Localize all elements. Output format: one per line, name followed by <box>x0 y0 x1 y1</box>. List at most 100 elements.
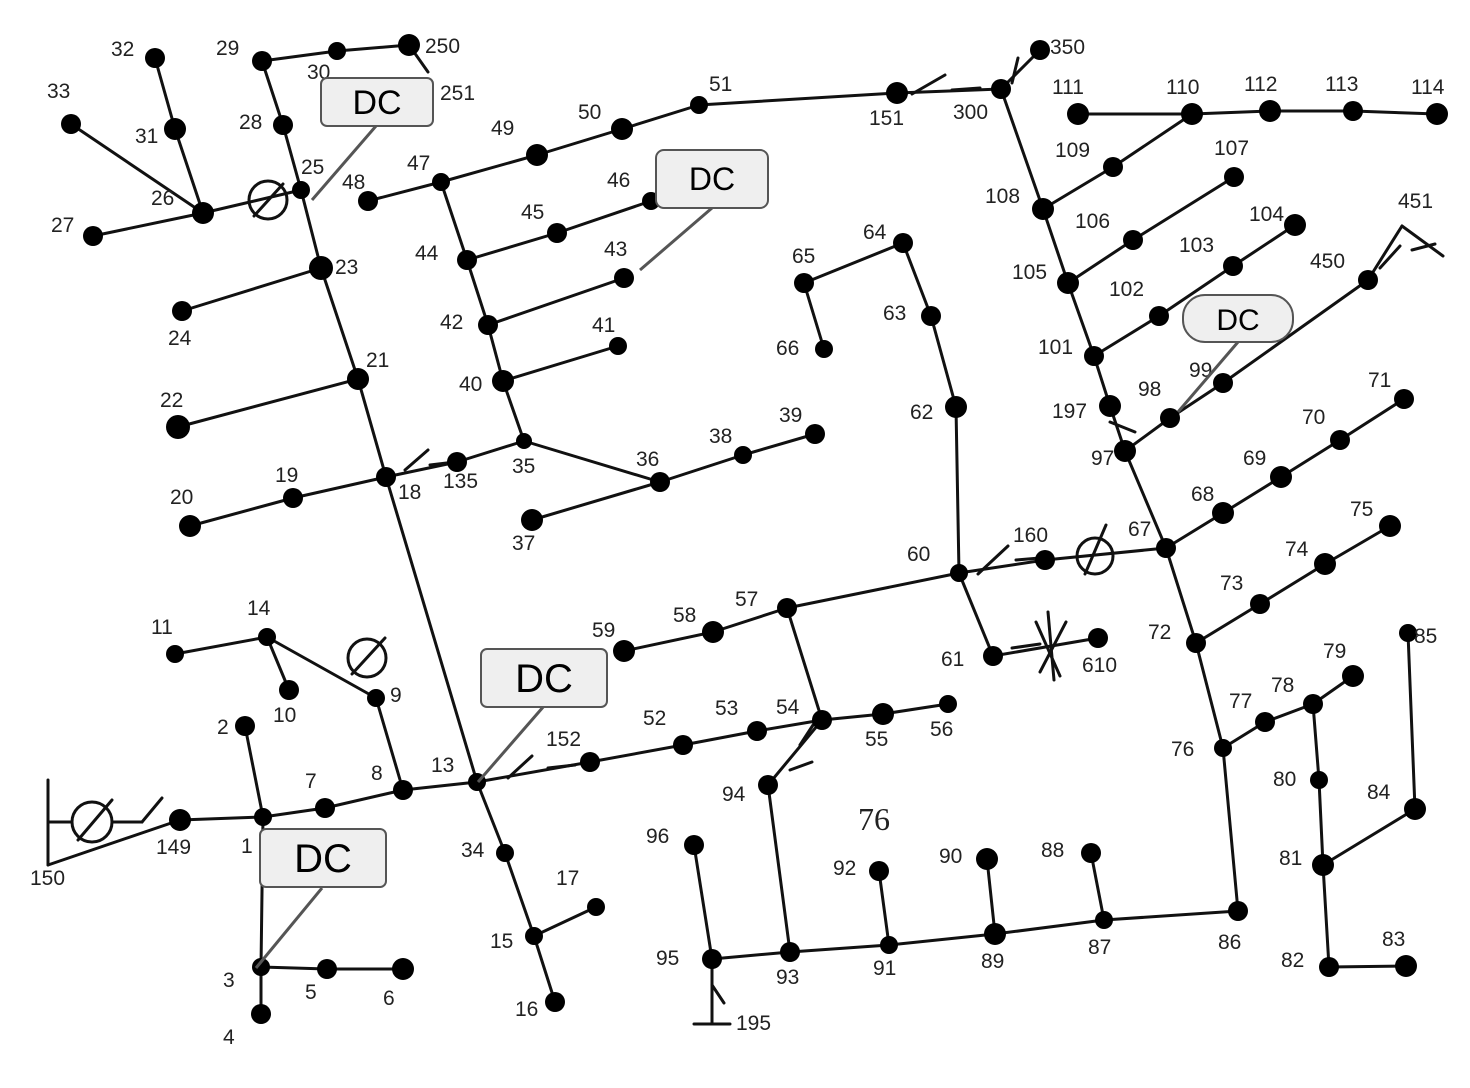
bus-label: 149 <box>156 836 191 859</box>
line-segment <box>877 869 891 947</box>
bus-node <box>587 898 605 916</box>
line-segment <box>291 475 388 500</box>
svg-text:DC: DC <box>515 657 573 701</box>
line-segment <box>180 266 323 313</box>
bus-node <box>283 488 303 508</box>
bus-label: 8 <box>371 762 383 785</box>
line-segment <box>173 127 205 215</box>
bus-label: 69 <box>1243 447 1266 470</box>
line-segment <box>1221 475 1283 515</box>
bus-node <box>1250 594 1270 614</box>
bus-label: 81 <box>1279 847 1302 870</box>
bus-node <box>1379 515 1401 537</box>
line-segment <box>281 123 303 192</box>
line-segment <box>259 965 329 971</box>
bus-node <box>1067 103 1089 125</box>
bus-node <box>516 433 532 449</box>
bus-node <box>258 628 276 646</box>
line-segment <box>1221 278 1370 385</box>
bus-node <box>869 861 889 881</box>
bus-label: 55 <box>865 728 888 751</box>
bus-label: 21 <box>366 349 389 372</box>
bus-node <box>1214 739 1232 757</box>
bus-node <box>1088 628 1108 648</box>
bus-label: 82 <box>1281 949 1304 972</box>
bus-node <box>780 942 800 962</box>
bus-node <box>1181 103 1203 125</box>
line-segment <box>1102 909 1240 922</box>
bus-label: 63 <box>883 302 906 325</box>
bus-label: 16 <box>515 998 538 1021</box>
line-segment <box>1366 224 1404 282</box>
line-segment <box>1066 238 1135 285</box>
line-segment <box>384 475 479 784</box>
bus-label: 66 <box>776 337 799 360</box>
line-segment <box>1279 438 1342 479</box>
bus-label: 48 <box>342 171 365 194</box>
bus-label: 150 <box>30 867 65 890</box>
line-segment <box>455 439 526 464</box>
bus-node <box>358 191 378 211</box>
bus-label: 350 <box>1050 36 1085 59</box>
bus-label: 42 <box>440 311 463 334</box>
bus-node <box>650 472 670 492</box>
bus-label: 112 <box>1244 73 1277 96</box>
line-segment <box>530 480 662 522</box>
line-segment <box>1321 863 1331 969</box>
line-segment <box>755 718 824 733</box>
bus-node <box>169 809 191 831</box>
line-segment <box>1221 746 1240 913</box>
bus-label: 251 <box>440 82 475 105</box>
bus-label: 90 <box>939 845 962 868</box>
line-segment <box>620 103 701 131</box>
dc-label-box: DC <box>1182 294 1294 343</box>
bus-label: 58 <box>673 604 696 627</box>
bus-label: 109 <box>1055 139 1090 162</box>
bus-node <box>950 564 968 582</box>
bus-node <box>347 368 369 390</box>
line-segment <box>319 266 360 381</box>
line-segment <box>1123 449 1168 550</box>
line-segment <box>999 87 1045 211</box>
line-segment <box>802 241 905 285</box>
bus-node <box>886 82 908 104</box>
bus-label: 110 <box>1166 76 1199 99</box>
line-segment <box>788 943 891 954</box>
bus-node <box>192 202 214 224</box>
bus-node <box>893 233 913 253</box>
bus-label: 108 <box>985 185 1020 208</box>
bus-label: 44 <box>415 242 439 265</box>
line-segment <box>555 199 653 235</box>
switch-icon <box>1378 224 1445 270</box>
bus-label: 40 <box>459 373 482 396</box>
bus-label: 60 <box>907 543 930 566</box>
dc-label-box: DC <box>655 149 769 209</box>
bus-label: 3 <box>223 969 235 992</box>
line-segment <box>486 276 626 327</box>
line-segment <box>622 630 715 653</box>
line-segment <box>766 718 824 787</box>
line-segments <box>46 43 1439 1026</box>
bus-node <box>392 958 414 980</box>
line-segment <box>323 788 405 810</box>
line-segment <box>178 815 265 822</box>
bus-label: 20 <box>170 486 193 509</box>
bus-node <box>805 424 825 444</box>
bus-node <box>945 396 967 418</box>
line-segment <box>503 851 536 938</box>
bus-label: 46 <box>607 169 630 192</box>
bus-label: 83 <box>1382 928 1405 951</box>
line-segment <box>1194 602 1262 645</box>
bus-node <box>252 958 270 976</box>
bus-node <box>1284 214 1306 236</box>
bus-node <box>1099 395 1121 417</box>
bus-label: 99 <box>1189 359 1212 382</box>
bus-node <box>684 835 704 855</box>
bus-label: 75 <box>1350 498 1373 521</box>
bus-node <box>457 250 477 270</box>
bus-node <box>702 949 722 969</box>
bus-label: 34 <box>461 839 485 862</box>
bus-label: 10 <box>273 704 296 727</box>
bus-node <box>673 735 693 755</box>
line-segment <box>243 724 265 819</box>
